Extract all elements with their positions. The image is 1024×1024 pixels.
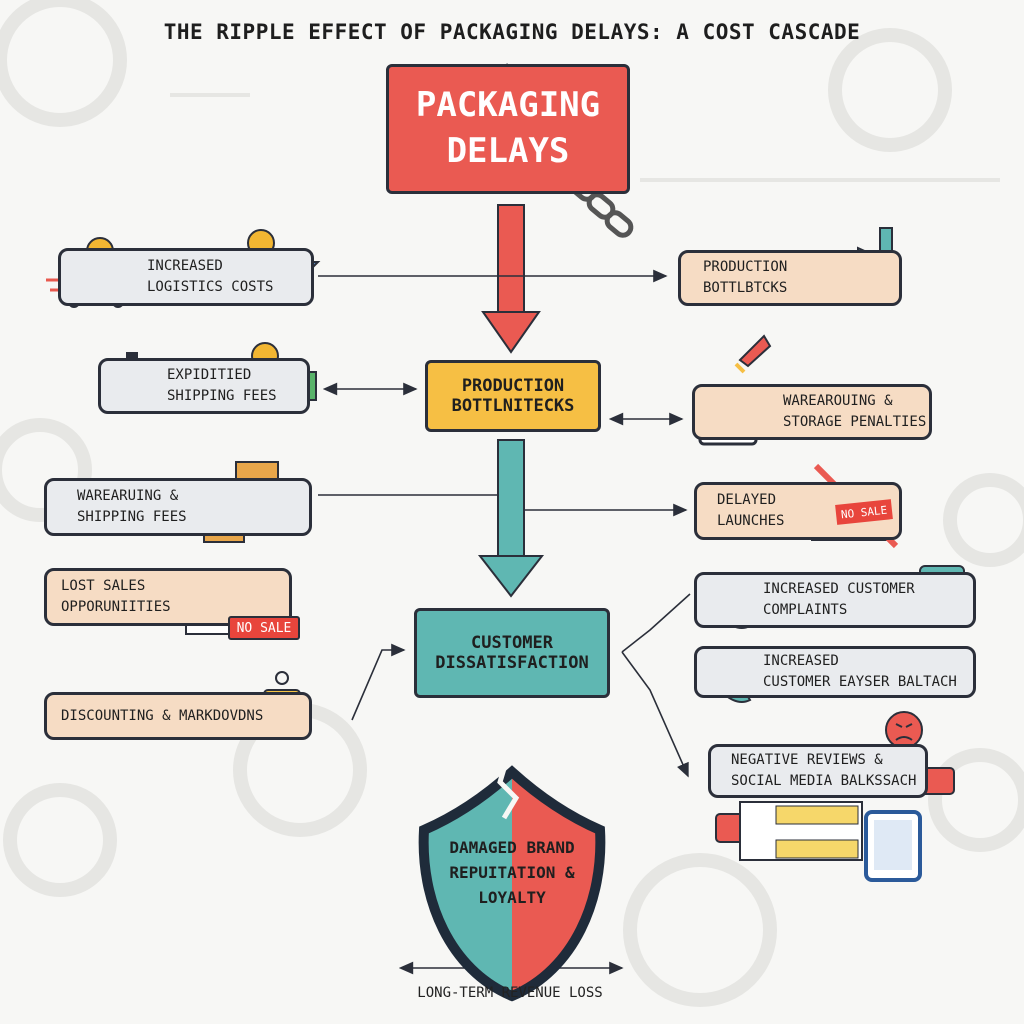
right-item-customer-complaints: INCREASED CUSTOMER COMPLAINTS (694, 572, 976, 628)
left-item-discounting: DISCOUNTING & MARKDOVDNS (44, 692, 312, 740)
left-item-expedited-shipping: EXPIDITIED SHIPPING FEES (98, 358, 310, 414)
tablet-icon (864, 810, 922, 882)
teal-down-arrow (477, 439, 545, 598)
packaging-delays-node: PACKAGING DELAYS (386, 64, 630, 194)
right-item-label: DELAYED LAUNCHES (717, 492, 785, 529)
right-item-label: INCREASED CUSTOMER COMPLAINTS (763, 581, 915, 618)
right-item-production-bottlenecks: PRODUCTION BOTTLBTCKS (678, 250, 902, 306)
left-item-label: DISCOUNTING & MARKDOVDNS (61, 707, 264, 724)
left-item-label: LOST SALES OPPORUNIITIES (61, 578, 171, 615)
right-item-delayed-launches: DELAYED LAUNCHES (694, 482, 902, 540)
right-item-customer-backlash: INCREASED CUSTOMER EAYSER BALTACH (694, 646, 976, 698)
rocket-icon (734, 334, 772, 374)
right-item-warehousing-penalties: WAREAROUING & STORAGE PENALTIES (692, 384, 932, 440)
production-bottlenecks-node: PRODUCTION BOTTLNITECKS (425, 360, 601, 432)
left-item-logistics-costs: INCREASED LOGISTICS COSTS (58, 248, 314, 306)
page-title: THE RIPPLE EFFECT OF PACKAGING DELAYS: A… (163, 20, 861, 44)
shield-icon (418, 761, 606, 1002)
right-item-negative-reviews: NEGATIVE REVIEWS & SOCIAL MEDIA BALKSSAC… (708, 744, 928, 798)
right-item-label: NEGATIVE REVIEWS & SOCIAL MEDIA BALKSSAC… (731, 752, 917, 789)
left-item-label: EXPIDITIED SHIPPING FEES (167, 367, 277, 404)
right-item-label: PRODUCTION BOTTLBTCKS (703, 259, 788, 296)
brand-reputation-label: DAMAGED BRAND REPUITATION & LOYALTY (449, 838, 575, 907)
star-rating-icon (739, 801, 863, 861)
right-item-label: WAREAROUING & STORAGE PENALTIES (783, 393, 927, 430)
no-sale-badge: NO SALE (228, 616, 300, 640)
left-item-label: WAREARUING & SHIPPING FEES (77, 488, 187, 525)
red-down-arrow (481, 204, 541, 354)
customer-dissatisfaction-node: CUSTOMER DISSATISFACTION (414, 608, 610, 698)
left-item-label: INCREASED LOGISTICS COSTS (147, 258, 274, 295)
left-item-lost-sales: LOST SALES OPPORUNIITIES (44, 568, 292, 626)
revenue-loss-label: LONG-TERM REVENUE LOSS (417, 985, 603, 1001)
right-item-label: INCREASED CUSTOMER EAYSER BALTACH (763, 653, 957, 690)
angry-face-icon (885, 711, 923, 749)
left-item-warehousing-shipping: WAREARUING & SHIPPING FEES (44, 478, 312, 536)
